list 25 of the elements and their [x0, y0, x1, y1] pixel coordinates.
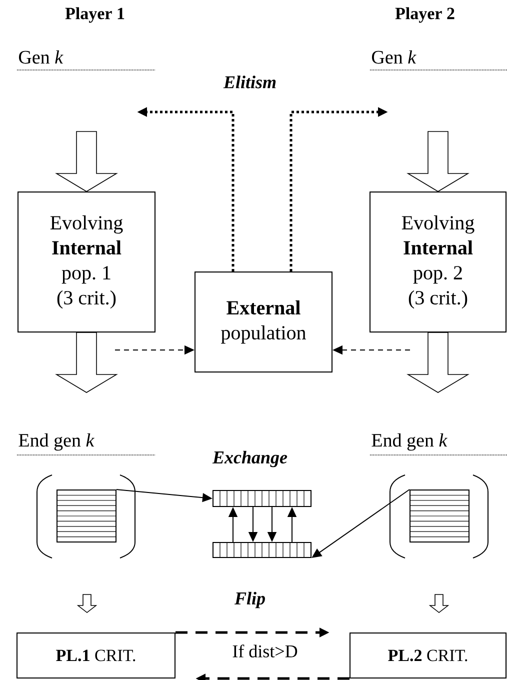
hollow-arrow	[406, 332, 470, 393]
edge-label: If dist>D	[230, 642, 300, 660]
striped-block	[56, 490, 116, 542]
hollow-arrow	[55, 332, 118, 393]
column-heading: Player 2	[395, 7, 454, 23]
step-label: Flip	[234, 592, 265, 608]
criterion-box: PL.1 CRIT.	[16, 632, 176, 678]
striped-block	[410, 490, 470, 542]
hollow-arrow	[55, 131, 118, 192]
population-box: External population	[194, 272, 332, 372]
population-box: Evolving Internal pop. 1 (3 crit.)	[18, 192, 156, 332]
generation-label: End gen k	[372, 433, 448, 451]
generation-label: End gen k	[18, 433, 94, 451]
generation-label: Gen k	[18, 50, 64, 64]
hollow-arrow	[76, 594, 98, 614]
striped-bar	[212, 542, 312, 558]
hollow-arrow	[428, 594, 450, 614]
hollow-arrow	[406, 131, 470, 192]
column-heading: Player 1	[65, 7, 124, 23]
population-box: Evolving Internal pop. 2 (3 crit.)	[370, 192, 506, 332]
striped-bar	[212, 490, 312, 507]
step-label: Elitism	[223, 76, 276, 88]
criterion-box: PL.2 CRIT.	[350, 632, 506, 678]
generation-label: Gen k	[372, 50, 416, 64]
step-label: Exchange	[212, 450, 288, 468]
